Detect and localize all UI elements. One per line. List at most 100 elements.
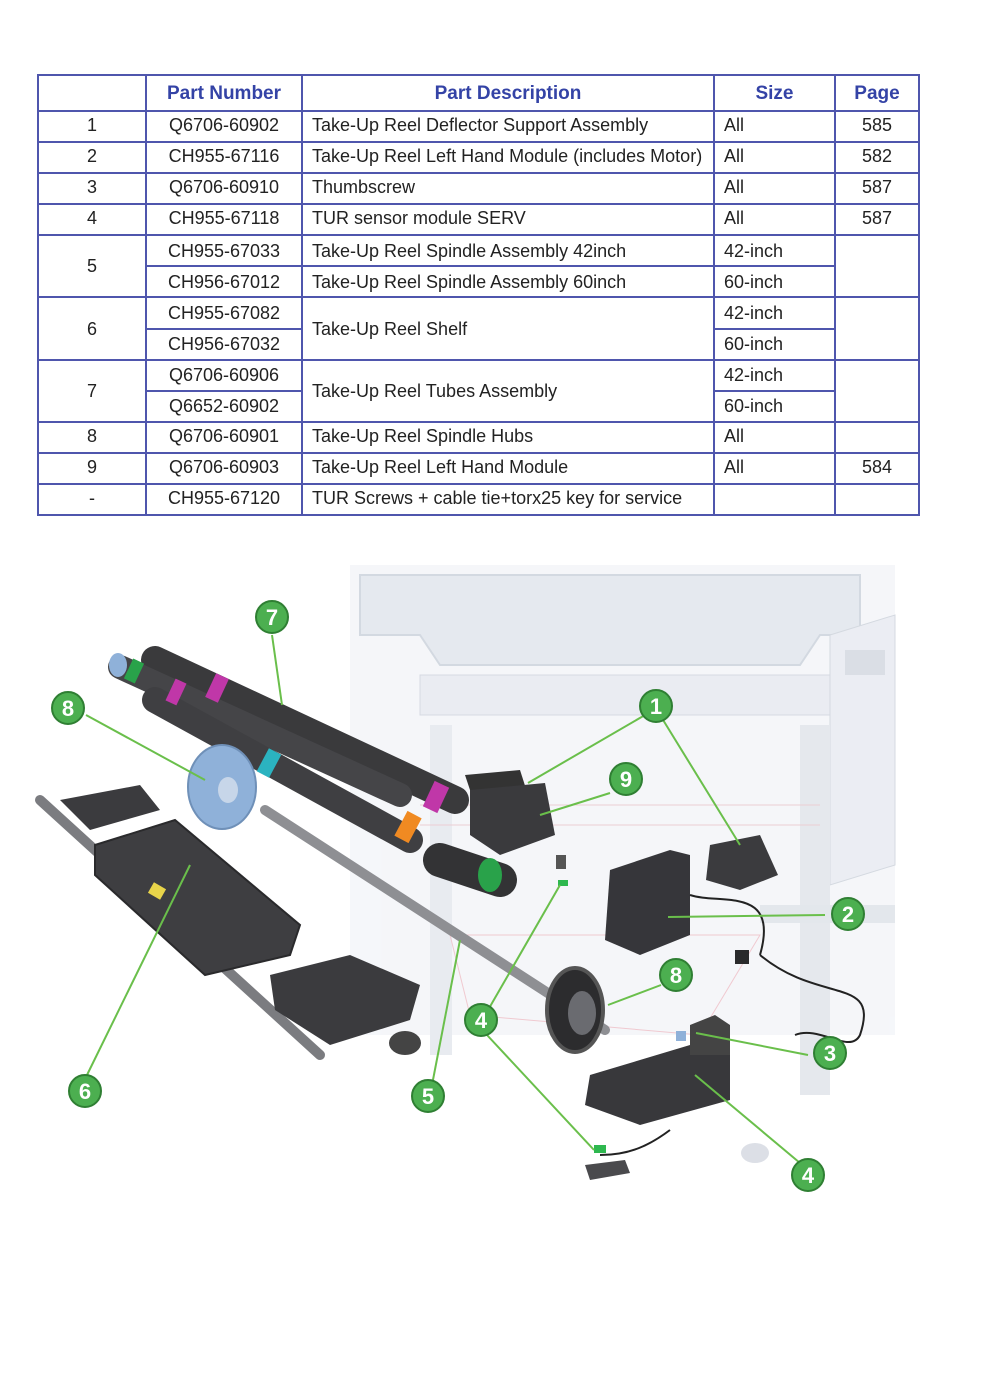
table-row: 5 CH955-67033 Take-Up Reel Spindle Assem…: [37, 234, 920, 299]
callout-3: 3: [813, 1036, 847, 1070]
part-number: Q6706-60906: [145, 358, 303, 392]
table-row: 3 Q6706-60910 Thumbscrew All 587: [37, 172, 920, 206]
callout-6: 6: [68, 1074, 102, 1108]
part-size: 42-inch: [713, 296, 836, 330]
item-number: 8: [37, 420, 147, 454]
table-row: CH956-67012 Take-Up Reel Spindle Assembl…: [38, 265, 919, 299]
part-description: Take-Up Reel Left Hand Module: [301, 451, 715, 485]
part-size: 60-inch: [713, 265, 836, 299]
item-number: 5: [37, 234, 147, 299]
item-number: 6: [37, 296, 147, 361]
left-hand-module: [465, 770, 865, 1043]
callout-8-hub: 8: [659, 958, 693, 992]
part-number: Q6652-60902: [145, 389, 303, 423]
header-page: Page: [834, 73, 920, 113]
callout-4-right: 4: [791, 1158, 825, 1192]
page-ref: [834, 296, 920, 361]
svg-text:4: 4: [475, 1008, 488, 1033]
part-number: CH955-67116: [145, 141, 303, 175]
callout-1: 1: [639, 689, 673, 723]
page-ref: 585: [834, 110, 920, 144]
svg-text:3: 3: [824, 1041, 836, 1066]
page-ref: 587: [834, 172, 920, 206]
part-description: TUR sensor module SERV: [301, 203, 715, 237]
part-size: All: [713, 451, 836, 485]
svg-text:7: 7: [266, 605, 278, 630]
table-row: CH956-67032 60-inch: [38, 327, 919, 361]
part-number: Q6706-60901: [145, 420, 303, 454]
part-description: Take-Up Reel Spindle Assembly 42inch: [301, 234, 715, 268]
part-description: Take-Up Reel Left Hand Module (includes …: [301, 141, 715, 175]
page-ref: [834, 234, 920, 299]
part-number: CH956-67012: [145, 265, 303, 299]
part-description: Take-Up Reel Shelf: [301, 296, 715, 361]
part-size: [713, 482, 836, 517]
page-ref: [834, 420, 920, 454]
part-description: Take-Up Reel Tubes Assembly: [301, 358, 715, 423]
exploded-view-diagram: 7 8 1 9 2 8 3 4 4 6 5: [35, 565, 896, 1192]
svg-text:8: 8: [62, 696, 74, 721]
part-size: 60-inch: [713, 389, 836, 423]
table-row: 7 Q6706-60906 Take-Up Reel Tubes Assembl…: [37, 358, 920, 423]
callout-9: 9: [609, 762, 643, 796]
part-size: All: [713, 203, 836, 237]
part-number: CH955-67120: [145, 482, 303, 517]
part-description: Take-Up Reel Spindle Hubs: [301, 420, 715, 454]
callout-4-left: 4: [464, 1003, 498, 1037]
part-size: 42-inch: [713, 358, 836, 392]
part-number: CH955-67033: [145, 234, 303, 268]
page-ref: 587: [834, 203, 920, 237]
part-size: All: [713, 172, 836, 206]
callout-2: 2: [831, 897, 865, 931]
page-ref: 584: [834, 451, 920, 485]
svg-text:2: 2: [842, 902, 854, 927]
parts-table: Part Number Part Description Size Page 1…: [37, 73, 920, 517]
svg-text:5: 5: [422, 1084, 434, 1109]
svg-text:8: 8: [670, 963, 682, 988]
callout-7: 7: [255, 600, 289, 634]
table-row: 8 Q6706-60901 Take-Up Reel Spindle Hubs …: [37, 420, 920, 454]
sensor-module: [556, 855, 730, 1180]
part-size: 42-inch: [713, 234, 836, 268]
table-row: 9 Q6706-60903 Take-Up Reel Left Hand Mod…: [37, 451, 920, 485]
part-description: Take-Up Reel Spindle Assembly 60inch: [301, 265, 715, 299]
item-number: -: [37, 482, 147, 517]
table-row: 2 CH955-67116 Take-Up Reel Left Hand Mod…: [37, 141, 920, 175]
part-number: Q6706-60903: [145, 451, 303, 485]
part-size: All: [713, 141, 836, 175]
item-number: 3: [37, 172, 147, 206]
part-number: CH956-67032: [145, 327, 303, 361]
header-part-description: Part Description: [301, 73, 715, 113]
svg-text:4: 4: [802, 1163, 815, 1188]
part-description: Thumbscrew: [301, 172, 715, 206]
part-number: Q6706-60910: [145, 172, 303, 206]
callouts: 7 8 1 9 2 8 3 4 4 6 5: [51, 600, 865, 1192]
table-row: Q6652-60902 60-inch: [38, 389, 919, 423]
svg-text:6: 6: [79, 1079, 91, 1104]
part-number: CH955-67118: [145, 203, 303, 237]
page-ref: 582: [834, 141, 920, 175]
spindle-hub: [187, 744, 257, 830]
item-number: 9: [37, 451, 147, 485]
part-number: Q6706-60902: [145, 110, 303, 144]
take-up-reel-shelf: [35, 785, 421, 1060]
callout-5: 5: [411, 1079, 445, 1113]
part-description: Take-Up Reel Deflector Support Assembly: [301, 110, 715, 144]
svg-text:1: 1: [650, 694, 662, 719]
take-up-reel-tubes: [108, 646, 517, 897]
table-row: 1 Q6706-60902 Take-Up Reel Deflector Sup…: [37, 110, 920, 144]
leader-lines: [85, 634, 826, 1164]
page-ref: [834, 358, 920, 423]
item-number: 4: [37, 203, 147, 237]
header-part-number: Part Number: [145, 73, 303, 113]
table-header-row: Part Number Part Description Size Page: [37, 73, 920, 113]
item-number: 2: [37, 141, 147, 175]
part-number: CH955-67082: [145, 296, 303, 330]
table-row: - CH955-67120 TUR Screws + cable tie+tor…: [37, 482, 920, 517]
page-ref: [834, 482, 920, 517]
take-up-reel-spindle: [260, 805, 610, 1054]
item-number: 7: [37, 358, 147, 423]
part-size: All: [713, 420, 836, 454]
header-size: Size: [713, 73, 836, 113]
part-size: 60-inch: [713, 327, 836, 361]
